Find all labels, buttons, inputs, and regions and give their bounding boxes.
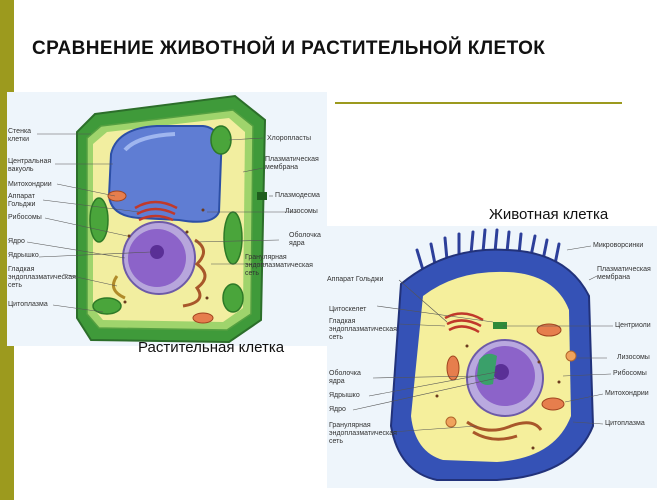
vacuole-highlight — [123, 132, 176, 152]
plant-chloroplast-4 — [92, 297, 122, 315]
animal-cell-caption: Животная клетка — [489, 206, 609, 223]
animal-golgi — [444, 312, 484, 334]
animal-lysosome-2 — [445, 416, 457, 428]
animal-nucleolus — [493, 364, 509, 380]
plant-chloroplast-1 — [89, 197, 109, 243]
animal-label-envelope: Оболочка ядра — [329, 370, 361, 385]
title-underline — [335, 102, 622, 104]
plant-label-nucleus: Ядро — [8, 238, 25, 245]
plant-cell-panel: Стенка клетки Центральная вакуоль Митохо… — [7, 92, 327, 346]
plant-cell-caption: Растительная клетка — [138, 339, 285, 356]
plant-chloroplast-3 — [210, 125, 232, 155]
plant-label-plasmodesm: Плазмодесма — [275, 192, 320, 199]
plant-leader-lines-left — [26, 133, 152, 313]
plant-rough-er — [182, 238, 207, 308]
plant-label-rough-er: Гранулярная эндоплазматическая сеть — [245, 254, 313, 277]
slide-title: СРАВНЕНИЕ ЖИВОТНОЙ И РАСТИТЕЛЬНОЙ КЛЕТОК — [32, 38, 546, 59]
plant-cell-illustration — [26, 94, 297, 344]
animal-label-ribo: Рибосомы — [613, 370, 647, 377]
animal-label-nucleus: Ядро — [329, 406, 346, 413]
animal-label-cytoskeleton: Цитоскелет — [329, 306, 367, 313]
animal-label-membrane: Плазматическая мембрана — [597, 266, 651, 281]
animal-label-golgi: Аппарат Гольджи — [327, 276, 384, 283]
animal-leader-lines — [352, 245, 613, 433]
animal-label-microvilli: Микроворсинки — [593, 242, 644, 249]
plant-plasmodesma — [257, 192, 267, 200]
plant-golgi — [134, 200, 178, 222]
animal-ribosomes — [435, 344, 561, 450]
animal-label-rough-er: Гранулярная эндоплазматическая сеть — [329, 422, 397, 445]
plant-label-golgi: Аппарат Гольджи — [8, 193, 36, 208]
animal-cell-panel: Аппарат Гольджи Цитоскелет Гладкая эндоп… — [327, 226, 657, 488]
animal-label-nucleolus: Ядрышко — [329, 392, 360, 399]
plant-label-envelope: Оболочка ядра — [289, 232, 321, 247]
plant-mitochondrion-2 — [192, 312, 214, 324]
plant-label-nucleolus: Ядрышко — [8, 252, 39, 259]
animal-label-cytoplasm: Цитоплазма — [605, 420, 645, 427]
animal-nucleus-detail — [477, 353, 497, 385]
plant-ribosomes — [123, 208, 209, 304]
animal-label-smooth-er: Гладкая эндоплазматическая сеть — [329, 318, 397, 341]
plant-label-mito: Митохондрии — [8, 181, 52, 188]
animal-label-lysosome: Лизосомы — [617, 354, 650, 361]
animal-rough-er — [466, 420, 543, 441]
plant-label-membrane: Плазматическая мембрана — [265, 156, 319, 171]
plant-chloroplast-2 — [223, 211, 243, 265]
animal-microvilli — [415, 228, 561, 272]
plant-label-wall: Стенка клетки — [8, 128, 32, 143]
animal-mitochondrion-1 — [536, 323, 562, 337]
animal-centriole — [493, 322, 507, 329]
animal-lysosome-1 — [565, 350, 577, 362]
plant-chloroplast-5 — [222, 283, 244, 313]
plant-nucleolus — [150, 245, 164, 259]
plant-smooth-er — [111, 275, 126, 300]
plant-label-ribo: Рибосомы — [8, 214, 42, 221]
plant-label-smooth-er: Гладкая эндоплазматическая сеть — [8, 266, 76, 289]
plant-label-chloroplast: Хлоропласты — [267, 135, 312, 142]
plant-label-vacuole: Центральная вакуоль — [8, 158, 52, 173]
plant-mitochondrion-1 — [107, 190, 127, 202]
animal-cell-illustration — [352, 228, 613, 481]
animal-label-mito: Митохондрии — [605, 390, 649, 397]
animal-mitochondrion-2 — [541, 397, 565, 411]
plant-label-lysosome: Лизосомы — [285, 208, 318, 215]
plant-central-vacuole — [107, 125, 223, 223]
animal-label-centriole: Центриоли — [615, 322, 651, 329]
plant-label-cytoplasm: Цитоплазма — [8, 301, 48, 308]
plant-leader-lines-right — [194, 137, 297, 265]
